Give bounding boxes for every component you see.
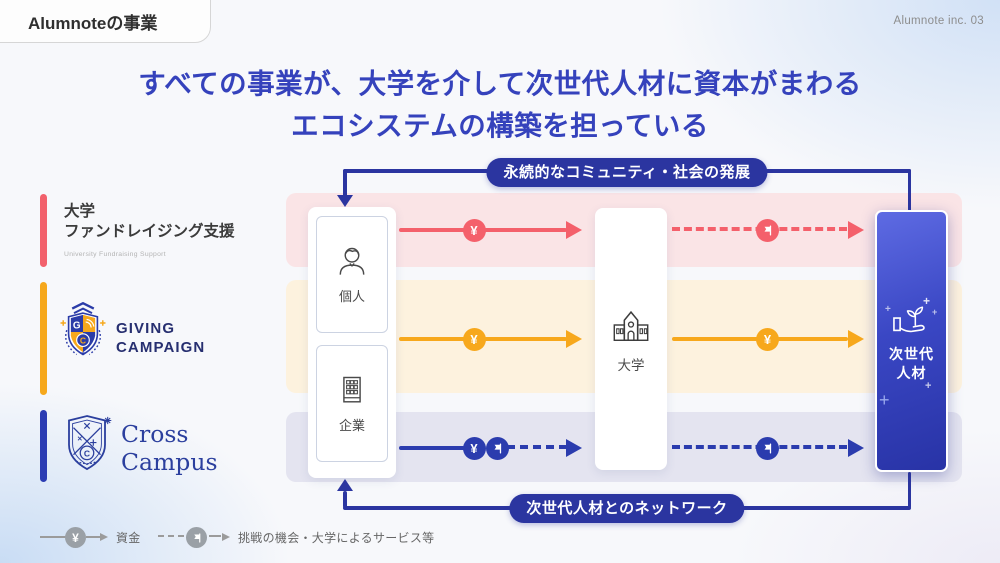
person-icon: [339, 247, 365, 275]
arrowhead-icon: [566, 220, 582, 239]
top-loop-banner: 永続的なコミュニティ・社会の発展: [486, 158, 768, 187]
yen-badge-icon: ¥: [462, 327, 486, 351]
service-accent-bar-fundraising: [40, 194, 47, 267]
next-gen-talent-card: 次世代 人材 + + + + +: [875, 210, 948, 472]
individual-box: 個人: [316, 216, 388, 333]
flow-line: [399, 446, 465, 450]
service-fundraising-title: 大学 ファンドレイジング支援 University Fundraising Su…: [64, 202, 235, 265]
office-building-icon: [343, 376, 361, 403]
arrowhead-icon: [848, 220, 864, 239]
top-loop-right-vertical: [907, 169, 912, 211]
heading-line-1: すべての事業が、大学を介して次世代人材に資本がまわる: [138, 68, 862, 99]
service-fundraising-title-line2: ファンドレイジング支援: [64, 223, 235, 240]
flag-badge-icon: [756, 218, 779, 242]
legend-yen-badge-icon: ¥: [65, 527, 86, 548]
slide-heading: すべての事業が、大学を介して次世代人材に資本がまわる エコシステムの構築を担って…: [0, 63, 1000, 147]
cross-campus-word-line2: Campus: [121, 448, 218, 476]
flow-university-to-talent-row1: [672, 218, 864, 242]
heading-line-2: エコシステムの構築を担っている: [291, 109, 709, 141]
arrowhead-icon: [848, 329, 864, 348]
page-number: Alumnote inc. 03: [893, 15, 984, 27]
legend-opportunity-label: 挑戦の機会・大学によるサービス等: [238, 531, 435, 545]
next-gen-talent-line2: 人材: [896, 364, 927, 381]
next-gen-talent-line1: 次世代: [889, 345, 934, 362]
top-loop-arrowhead-down: [336, 195, 353, 207]
next-gen-talent-label: 次世代 人材: [889, 345, 934, 383]
legend-opportunity-dash: [158, 535, 184, 537]
legend-fund-line2: [86, 536, 100, 538]
yen-badge-icon: ¥: [462, 436, 486, 460]
hand-sprout-icon: [892, 306, 925, 332]
bottom-loop-right-vertical: [907, 472, 912, 508]
flow-company-to-university: ¥: [399, 436, 584, 460]
giving-campaign-word-line2: CAMPAIGN: [116, 339, 206, 356]
arrowhead-icon: [566, 438, 582, 457]
svg-text:C: C: [80, 336, 86, 346]
arrowhead-icon: [848, 438, 864, 457]
slide-tag: Alumnoteの事業: [0, 0, 211, 43]
top-loop-left-vertical: [343, 169, 347, 197]
bottom-loop-left-vertical: [343, 491, 347, 508]
university-building-icon: [613, 310, 649, 342]
university-label: 大学: [617, 358, 645, 373]
legend-fund-label: 資金: [116, 531, 141, 545]
arrowhead-icon: [566, 329, 582, 348]
svg-text:G: G: [73, 320, 81, 331]
service-fundraising-title-line1: 大学: [64, 203, 96, 220]
legend-opportunity-dash2: [209, 535, 221, 537]
giving-campaign-word-line1: GIVING: [116, 320, 176, 337]
flag-badge-icon: [756, 436, 779, 460]
sparkle-icon: +: [932, 307, 938, 317]
cross-campus-wordmark: Cross Campus: [121, 420, 218, 476]
slide-tag-label: Alumnoteの事業: [28, 13, 158, 33]
service-accent-bar-cross-campus: [40, 410, 47, 482]
legend-fund-line: [40, 536, 66, 538]
flow-dashed-line: [507, 444, 567, 449]
yen-badge-icon: ¥: [462, 218, 486, 242]
sparkle-icon: +: [885, 304, 891, 315]
bottom-loop-banner: 次世代人材とのネットワーク: [509, 494, 745, 523]
cross-campus-shield-icon: C: [68, 415, 112, 471]
legend-flag-badge-icon: [186, 527, 207, 548]
sources-card: 個人 企業: [308, 207, 396, 478]
sparkle-icon: +: [879, 390, 890, 410]
company-label: 企業: [338, 418, 365, 433]
yen-badge-icon: ¥: [756, 327, 779, 351]
legend-arrowhead-icon: [222, 532, 230, 541]
giving-campaign-shield-icon: G C: [60, 302, 106, 356]
flow-university-to-talent-row3: [672, 436, 864, 460]
flow-giving-to-university: ¥: [399, 327, 584, 351]
company-box: 企業: [316, 345, 388, 462]
bottom-loop-arrowhead-up: [336, 479, 353, 491]
svg-text:C: C: [84, 449, 90, 459]
cross-campus-word-line1: Cross: [121, 420, 189, 448]
service-fundraising-subtitle: University Fundraising Support: [64, 251, 166, 258]
individual-label: 個人: [338, 289, 365, 304]
flow-university-to-talent-row2: ¥: [672, 327, 864, 351]
legend-arrowhead-icon: [100, 532, 108, 541]
service-accent-bar-giving-campaign: [40, 282, 47, 395]
university-card: 大学: [595, 208, 667, 470]
flow-individual-to-university: ¥: [399, 218, 584, 242]
giving-campaign-wordmark: GIVING CAMPAIGN: [116, 319, 205, 357]
flag-badge-icon: [485, 436, 509, 460]
sparkle-icon: +: [923, 294, 931, 308]
sparkle-icon: +: [925, 380, 932, 392]
